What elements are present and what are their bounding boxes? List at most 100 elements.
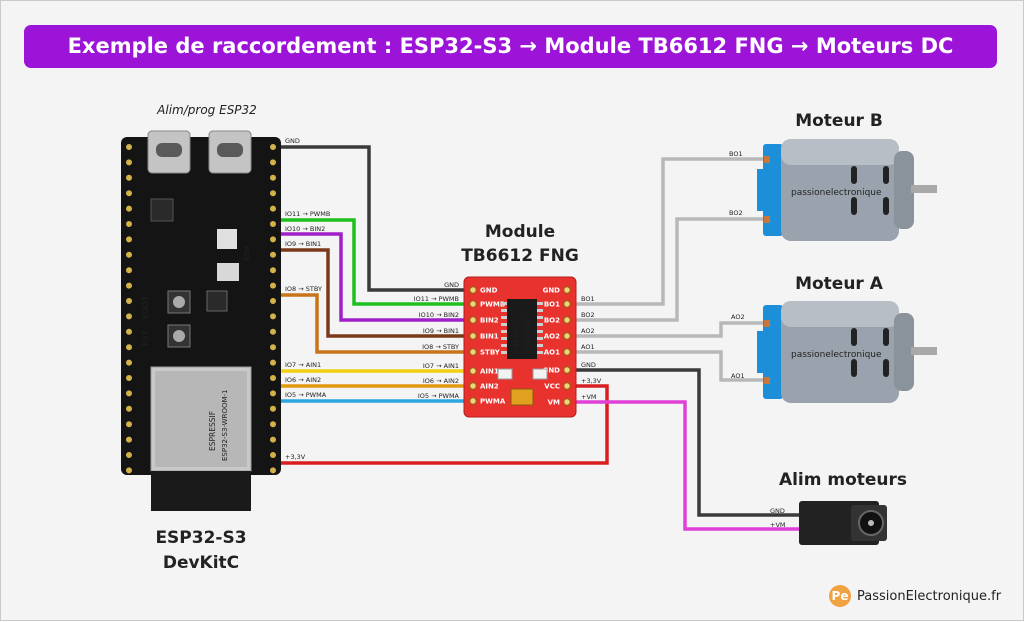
module-pin-right: [563, 316, 571, 324]
module-in-pwmb-label: IO11 → PWMB: [414, 295, 459, 303]
motor-b: Moteur B passionelectronique BO1 BO2: [729, 111, 937, 241]
chip-leg: [501, 330, 507, 333]
boot-button-cap: [173, 296, 185, 308]
wire-power-vm: [569, 400, 801, 531]
esp-header-pin: [270, 375, 276, 381]
esp-pin-io10-label: IO10 → BIN2: [285, 225, 325, 233]
module-in-ain2-label: IO6 → AIN2: [423, 377, 459, 385]
module-pin-right-label: BO2: [544, 317, 560, 325]
module-pin-left-label: BIN2: [480, 317, 499, 325]
esp-header-pin: [126, 375, 132, 381]
motor-b-slot-1: [851, 166, 857, 184]
esp-pin-gnd-label: GND: [285, 137, 300, 145]
motor-a-endcap: [763, 305, 783, 399]
motor-b-terminal-2: [764, 216, 770, 223]
esp-pin-io8-label: IO8 → STBY: [285, 285, 322, 293]
module-capacitor-2: [532, 368, 548, 380]
esp32-pins-left: [126, 144, 132, 474]
motor-a-watermark: passionelectronique: [791, 350, 882, 360]
esp-pin-3v3-label: +3,3V: [285, 453, 306, 461]
module-in-ain1-label: IO7 → AIN1: [423, 362, 459, 370]
module-tantalum-cap: [510, 388, 534, 406]
module-out-bo1-label: BO1: [581, 295, 595, 303]
esp-header-pin: [270, 159, 276, 166]
power-jack-pin: [868, 520, 874, 526]
esp-header-pin: [126, 467, 132, 474]
motor-a-slot-1: [851, 328, 857, 346]
esp-header-pin: [270, 467, 276, 474]
power-vm-label: +VM: [770, 521, 786, 529]
wire-3v3: [277, 384, 609, 465]
esp32-pins-right: [270, 144, 276, 474]
module-pin-left: [469, 397, 477, 405]
chip-leg: [537, 344, 543, 347]
motor-b-endcap-tab: [757, 169, 765, 211]
esp-header-pin: [270, 390, 276, 397]
silk-rgb: RGB: [242, 246, 250, 261]
module-pin-left-label: BIN1: [480, 333, 499, 341]
chip-leg: [501, 323, 507, 326]
esp-header-pin: [270, 436, 276, 443]
chip-leg: [537, 309, 543, 312]
esp-header-pin: [270, 298, 276, 304]
esp32-regulator: [150, 198, 174, 222]
chip-legs: [501, 302, 543, 354]
chip-leg: [537, 316, 543, 319]
module-pin-right-label: GND: [543, 367, 561, 375]
silk-rst: RST: [141, 330, 150, 346]
esp-header-pin: [126, 344, 132, 351]
module-pin-right-label: VCC: [544, 383, 560, 391]
motor-b-endcap: [763, 144, 783, 236]
esp-header-pin: [126, 390, 132, 397]
silk-boot: BOOT: [141, 296, 150, 319]
module-title-line1: Module: [485, 222, 555, 242]
motor-a-slot-2: [883, 328, 889, 346]
esp32-name-line2: DevKitC: [163, 553, 239, 573]
module-pin-right-label: AO1: [544, 349, 560, 357]
module-pin-left: [469, 300, 477, 308]
esp32-board: Alim/prog ESP32 RGB BOOT RST: [121, 103, 330, 573]
wire-gnd: [277, 145, 471, 292]
chip-leg: [537, 323, 543, 326]
esp-header-pin: [126, 328, 132, 335]
module-pin-right: [563, 332, 571, 340]
module-pin-right-label: AO2: [544, 333, 560, 341]
module-pin-left: [469, 382, 477, 390]
esp-header-pin: [270, 344, 276, 351]
module-pin-left-label: AIN2: [480, 383, 499, 391]
motor-a: Moteur A passionelectronique AO2 AO1: [731, 274, 937, 403]
esp-pin-io5-label: IO5 → PWMA: [285, 391, 327, 399]
module-pin-right: [563, 398, 571, 406]
tb6612-chip: [507, 299, 537, 359]
module-out-3v3-label: +3,3V: [581, 377, 602, 385]
esp-header-pin: [270, 405, 276, 412]
esp-pin-io11-label: IO11 → PWMB: [285, 210, 330, 218]
wire-ao2: [569, 321, 767, 338]
footer-brand: Pe PassionElectronique.fr: [829, 584, 1001, 608]
chip-marking-2: 6612FNG: [523, 318, 531, 351]
esp-header-pin: [126, 221, 132, 227]
esp-pin-io9-label: IO9 → BIN1: [285, 240, 321, 248]
esp-header-pin: [126, 313, 132, 320]
module-pin-left: [469, 348, 477, 356]
esp32-chip-small: [217, 263, 239, 281]
esp-header-pin: [270, 267, 276, 274]
motor-b-term1-label: BO1: [729, 150, 743, 158]
esp-header-pin: [270, 221, 276, 227]
chip-leg: [537, 351, 543, 354]
wire-stby: [277, 293, 471, 354]
esp-header-pin: [270, 174, 276, 181]
module-title-line2: TB6612 FNG: [461, 246, 579, 266]
rgb-led: [217, 229, 237, 249]
wire-ao1: [569, 350, 767, 382]
esp-header-pin: [126, 282, 132, 289]
esp-pin-io7-label: IO7 → AIN1: [285, 361, 321, 369]
page-title: Exemple de raccordement : ESP32-S3 → Mod…: [24, 25, 997, 68]
module-out-vm-label: +VM: [581, 393, 597, 401]
module-pin-left: [469, 332, 477, 340]
motor-b-shaft: [911, 185, 937, 193]
module-pin-right: [563, 366, 571, 374]
chip-leg: [537, 330, 543, 333]
